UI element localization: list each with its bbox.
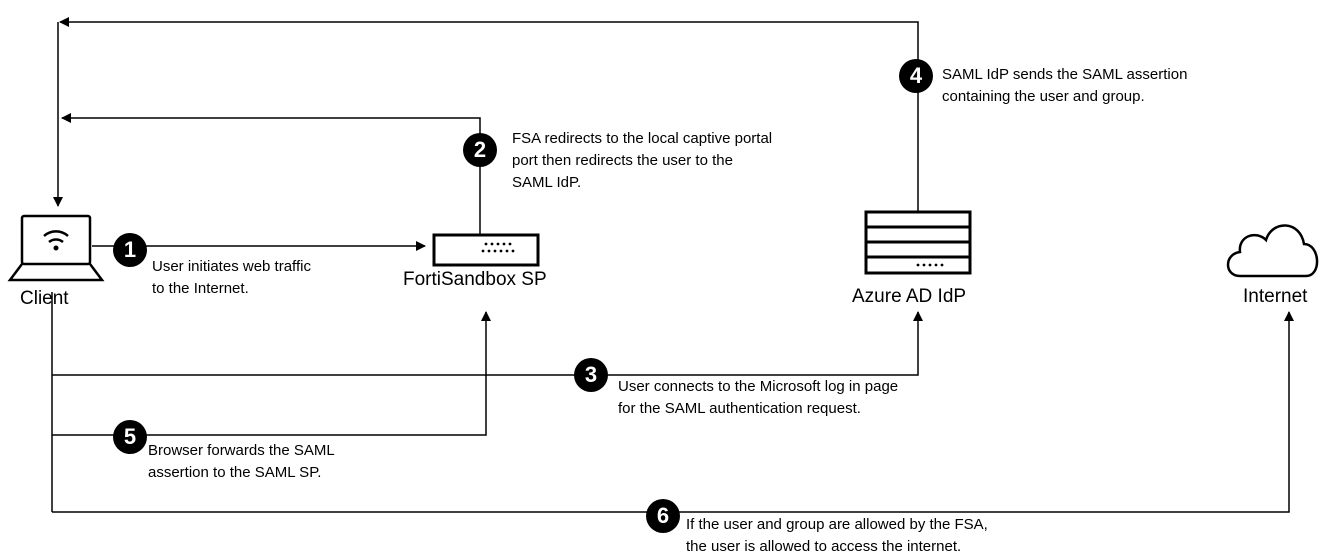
laptop-wifi-icon [7,214,105,282]
step-2-note: FSA redirects to the local captive porta… [512,128,772,194]
idp-label: Azure AD IdP [852,286,967,307]
arrow-step-6 [52,311,1294,513]
sp-label: FortiSandbox SP [403,269,547,290]
step-6-note: If the user and group are allowed by the… [686,514,988,558]
step-4-note: SAML IdP sends the SAML assertion contai… [942,64,1187,108]
note-line: SAML IdP. [512,174,582,191]
note-line: to the Internet. [152,280,249,297]
note-line: If the user and group are allowed by the… [686,516,988,533]
step-6-badge: 6 [646,499,680,533]
client-label: Client [20,288,69,309]
note-line: port then redirects the user to the [512,152,733,169]
note-line: the user is allowed to access the intern… [686,538,962,555]
step-2-badge: 2 [463,133,497,167]
step-1-badge: 1 [113,233,147,267]
step-4-badge: 4 [899,59,933,93]
appliance-icon [432,233,540,267]
arrow-step-2 [61,113,481,235]
cloud-icon [1226,224,1319,278]
note-line: FSA redirects to the local captive porta… [512,130,773,147]
note-line: User initiates web traffic [152,258,311,275]
step-5-note: Browser forwards the SAML assertion to t… [148,440,335,484]
note-line: assertion to the SAML SP. [148,464,322,481]
step-3-badge: 3 [574,358,608,392]
note-line: containing the user and group. [942,88,1145,105]
note-line: Browser forwards the SAML [148,442,335,459]
internet-label: Internet [1243,286,1308,307]
note-line: SAML IdP sends the SAML assertion [942,66,1188,83]
arrow-step-4 [59,17,919,212]
arrow-step-3 [52,311,923,376]
step-3-note: User connects to the Microsoft log in pa… [618,376,898,420]
step-5-badge: 5 [113,420,147,454]
arrow-step-5 [52,311,491,436]
note-line: for the SAML authentication request. [618,400,861,417]
note-line: User connects to the Microsoft log in pa… [618,378,899,395]
step-1-note: User initiates web traffic to the Intern… [152,256,311,300]
server-stack-icon [864,210,972,275]
